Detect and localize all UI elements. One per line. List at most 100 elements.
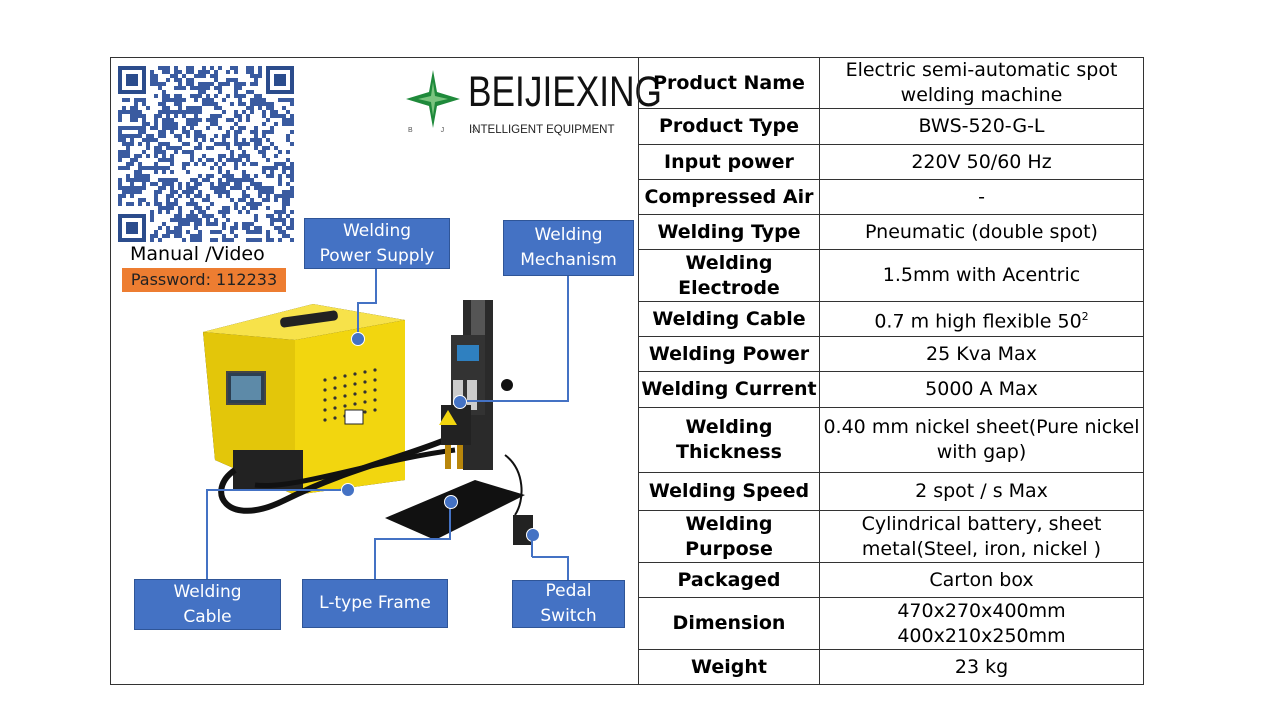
qr-module (186, 66, 190, 70)
qr-module (266, 230, 270, 234)
qr-module (190, 106, 194, 110)
qr-finder-module (126, 222, 138, 234)
qr-module (154, 154, 158, 158)
qr-module (214, 118, 218, 122)
qr-module (270, 214, 274, 218)
qr-module (234, 166, 238, 170)
qr-module (158, 206, 162, 210)
qr-module (142, 98, 146, 102)
qr-module (178, 186, 182, 190)
qr-module (198, 110, 202, 114)
spec-label: Product Name (638, 57, 820, 109)
qr-module (178, 70, 182, 74)
qr-module (218, 66, 222, 70)
qr-module (234, 158, 238, 162)
qr-module (190, 150, 194, 154)
qr-module (262, 134, 266, 138)
qr-module (238, 146, 242, 150)
qr-module (262, 154, 266, 158)
qr-module (194, 86, 198, 90)
qr-module (202, 198, 206, 202)
qr-module (210, 102, 214, 106)
qr-module (158, 150, 162, 154)
qr-module (198, 234, 202, 238)
qr-module (118, 126, 122, 130)
qr-module (170, 218, 174, 222)
qr-module (118, 154, 122, 158)
qr-module (190, 70, 194, 74)
qr-module (122, 142, 126, 146)
qr-module (214, 134, 218, 138)
qr-module (250, 74, 254, 78)
qr-module (158, 130, 162, 134)
leader-power-supply (375, 269, 377, 303)
spec-value-text: Carton box (929, 568, 1034, 591)
qr-module (286, 234, 290, 238)
spec-value-text: Electric semi-automatic spot welding mac… (845, 59, 1118, 106)
qr-module (214, 106, 218, 110)
qr-module (222, 234, 226, 238)
qr-module (150, 210, 154, 214)
qr-module (162, 118, 166, 122)
qr-module (146, 146, 150, 150)
qr-module (130, 118, 134, 122)
qr-module (194, 106, 198, 110)
qr-module (246, 186, 250, 190)
qr-module (250, 238, 254, 242)
qr-module (270, 174, 274, 178)
qr-module (230, 230, 234, 234)
qr-module (150, 74, 154, 78)
qr-module (166, 142, 170, 146)
qr-module (282, 230, 286, 234)
qr-module (158, 82, 162, 86)
qr-module (202, 90, 206, 94)
qr-module (150, 166, 154, 170)
qr-module (202, 82, 206, 86)
qr-module (186, 118, 190, 122)
qr-module (154, 202, 158, 206)
qr-module (178, 234, 182, 238)
qr-module (262, 170, 266, 174)
qr-module (186, 150, 190, 154)
qr-module (130, 134, 134, 138)
qr-module (138, 174, 142, 178)
qr-module (202, 214, 206, 218)
qr-module (170, 154, 174, 158)
qr-module (250, 90, 254, 94)
qr-module (162, 222, 166, 226)
qr-module (230, 154, 234, 158)
qr-module (190, 238, 194, 242)
qr-module (130, 162, 134, 166)
qr-module (138, 154, 142, 158)
qr-module (206, 94, 210, 98)
qr-module (210, 122, 214, 126)
leader-frame (374, 539, 376, 579)
qr-finder-module (274, 74, 286, 86)
qr-code[interactable] (118, 66, 294, 242)
qr-module (190, 86, 194, 90)
qr-module (230, 198, 234, 202)
leader-frame (449, 502, 451, 540)
qr-module (158, 66, 162, 70)
qr-module (126, 178, 130, 182)
qr-module (182, 130, 186, 134)
qr-module (194, 146, 198, 150)
qr-module (222, 190, 226, 194)
qr-module (242, 170, 246, 174)
qr-module (130, 194, 134, 198)
qr-module (186, 110, 190, 114)
spec-label: Product Type (638, 108, 820, 145)
qr-module (246, 114, 250, 118)
qr-module (210, 74, 214, 78)
qr-module (130, 138, 134, 142)
qr-module (222, 206, 226, 210)
qr-module (226, 170, 230, 174)
qr-module (166, 114, 170, 118)
qr-module (282, 122, 286, 126)
qr-module (170, 122, 174, 126)
qr-module (154, 94, 158, 98)
qr-module (154, 182, 158, 186)
qr-module (150, 238, 154, 242)
